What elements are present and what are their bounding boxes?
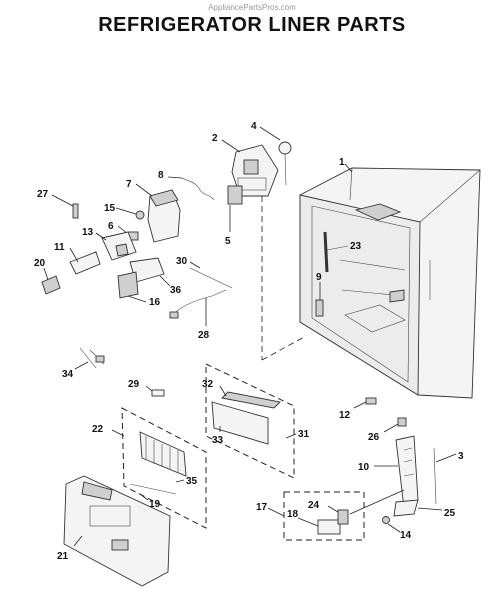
callout-36: 36 bbox=[170, 285, 182, 296]
callout-31: 31 bbox=[298, 429, 310, 440]
callout-7: 7 bbox=[126, 179, 132, 190]
wire-part-30 bbox=[189, 267, 233, 289]
callout-27: 27 bbox=[37, 189, 49, 200]
control-box-part bbox=[227, 141, 292, 205]
callout-17: 17 bbox=[256, 502, 268, 513]
watermark: AppliancePartsPros.com bbox=[208, 3, 296, 12]
callout-29: 29 bbox=[128, 379, 140, 390]
callout-6: 6 bbox=[108, 221, 114, 232]
part-15-screw bbox=[135, 210, 145, 220]
callout-14: 14 bbox=[400, 530, 412, 541]
callout-25: 25 bbox=[444, 508, 456, 519]
callout-13: 13 bbox=[82, 227, 94, 238]
callout-21: 21 bbox=[57, 551, 69, 562]
callout-12: 12 bbox=[339, 410, 351, 421]
callout-20: 20 bbox=[34, 258, 46, 269]
callout-19: 19 bbox=[149, 499, 161, 510]
callout-15: 15 bbox=[104, 203, 116, 214]
callout-2: 2 bbox=[212, 133, 218, 144]
callout-10: 10 bbox=[358, 462, 370, 473]
front-panel-part-21 bbox=[63, 475, 171, 587]
drawer-part-33 bbox=[211, 391, 281, 445]
callout-24: 24 bbox=[308, 500, 320, 511]
assembly-box-31 bbox=[205, 363, 295, 479]
callout-4: 4 bbox=[251, 121, 257, 132]
bracket-part-25 bbox=[393, 499, 419, 517]
part-18-block bbox=[317, 519, 341, 535]
callout-32: 32 bbox=[202, 379, 214, 390]
shelf-rail-part bbox=[323, 231, 349, 273]
part-26-clip bbox=[397, 417, 407, 427]
callout-1: 1 bbox=[339, 157, 345, 168]
bracket-part-10 bbox=[395, 435, 437, 509]
callout-34: 34 bbox=[62, 369, 74, 380]
part-9-clip bbox=[315, 299, 324, 317]
fan-housing-part bbox=[147, 189, 181, 243]
callout-9: 9 bbox=[316, 272, 322, 283]
callout-26: 26 bbox=[368, 432, 380, 443]
callout-16: 16 bbox=[149, 297, 161, 308]
callout-3: 3 bbox=[458, 451, 464, 462]
page-title: REFRIGERATOR LINER PARTS bbox=[98, 14, 406, 36]
callout-5: 5 bbox=[225, 236, 231, 247]
callout-35: 35 bbox=[186, 476, 198, 487]
callout-11: 11 bbox=[54, 242, 65, 253]
duct-part bbox=[117, 257, 165, 299]
assembly-box-22 bbox=[121, 407, 207, 529]
dispenser-mechanism-part bbox=[41, 231, 137, 295]
callout-22: 22 bbox=[92, 424, 104, 435]
callout-30: 30 bbox=[176, 256, 188, 267]
callout-23: 23 bbox=[350, 241, 362, 252]
callout-28: 28 bbox=[198, 330, 210, 341]
wire-part-8 bbox=[181, 177, 215, 201]
screw-part-27 bbox=[72, 203, 79, 219]
callout-18: 18 bbox=[287, 509, 299, 520]
liner-part bbox=[299, 167, 481, 399]
part-29-clip bbox=[151, 389, 165, 397]
callout-33: 33 bbox=[212, 435, 224, 446]
screw-part-14 bbox=[382, 516, 390, 524]
part-12-screw bbox=[365, 397, 377, 405]
callout-8: 8 bbox=[158, 170, 164, 181]
heater-part-35 bbox=[129, 431, 187, 495]
bracket-part-34 bbox=[79, 347, 105, 369]
part-24-block bbox=[337, 509, 349, 525]
